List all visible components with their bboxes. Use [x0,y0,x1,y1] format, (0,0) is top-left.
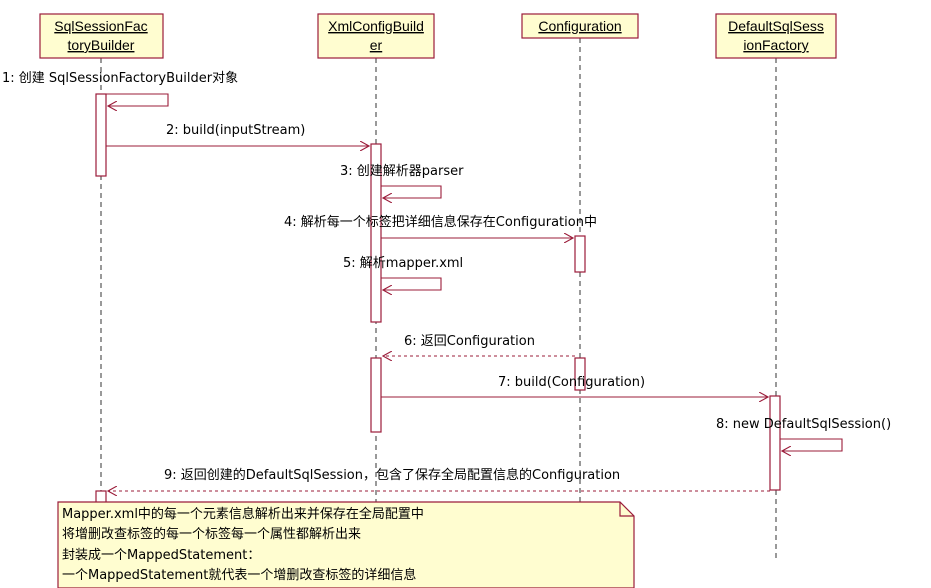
message-5-arrow [381,277,442,290]
participant-defaultsqlsessionfactory[interactable]: DefaultSqlSess ionFactory [715,13,837,59]
participant-xmlconfigbuilder[interactable]: XmlConfigBuild er [317,13,435,59]
participant-label-line1: DefaultSqlSess [728,18,824,34]
message-3-arrow [381,185,442,198]
activation-configuration-2 [574,357,586,391]
message-8-arrow [780,438,843,451]
participant-configuration[interactable]: Configuration [521,13,639,39]
activation-builder-1 [95,93,107,177]
participant-label-line2: ionFactory [743,37,808,53]
message-5-label: 5: 解析mapper.xml [343,256,463,271]
note-line-1: Mapper.xml中的每一个元素信息解析出来并保存在全局配置中 [62,506,424,522]
message-1-arrow [106,93,169,106]
activation-xmlconfig-2 [370,357,382,433]
message-6-label: 6: 返回Configuration [404,334,535,349]
note-line-4: 一个MappedStatement就代表一个增删改查标签的详细信息 [62,567,416,583]
participant-sqlsessionfactorybuilder[interactable]: SqlSessionFac toryBuilder [39,13,164,59]
message-9-label: 9: 返回创建的DefaultSqlSession，包含了保存全局配置信息的Co… [164,467,620,483]
participant-label-line1: XmlConfigBuild [328,18,424,34]
note-line-3: 封装成一个MappedStatement： [62,548,260,563]
participant-label-line2: toryBuilder [68,37,135,53]
participant-label-line2: er [370,37,383,53]
message-2-label: 2: build(inputStream) [166,123,305,138]
note: Mapper.xml中的每一个元素信息解析出来并保存在全局配置中 将增删改查标签… [57,501,635,588]
message-7-label: 7: build(Configuration) [498,375,645,390]
activation-xmlconfig-1 [370,143,382,323]
activation-builder-2 [95,490,107,504]
note-line-2: 将增删改查标签的每一个标签每一个属性都解析出来 [62,526,361,542]
participant-label-line1: Configuration [538,18,621,34]
participant-label-line1: SqlSessionFac [54,18,147,34]
activation-defaultsqlsessionfactory [769,395,781,491]
message-4-label: 4: 解析每一个标签把详细信息保存在Configuration中 [284,214,597,230]
activation-configuration-1 [574,235,586,273]
message-1-label: 1: 创建 SqlSessionFactoryBuilder对象 [2,71,238,86]
message-3-label: 3: 创建解析器parser [340,164,464,179]
message-8-label: 8: new DefaultSqlSession() [716,417,891,432]
